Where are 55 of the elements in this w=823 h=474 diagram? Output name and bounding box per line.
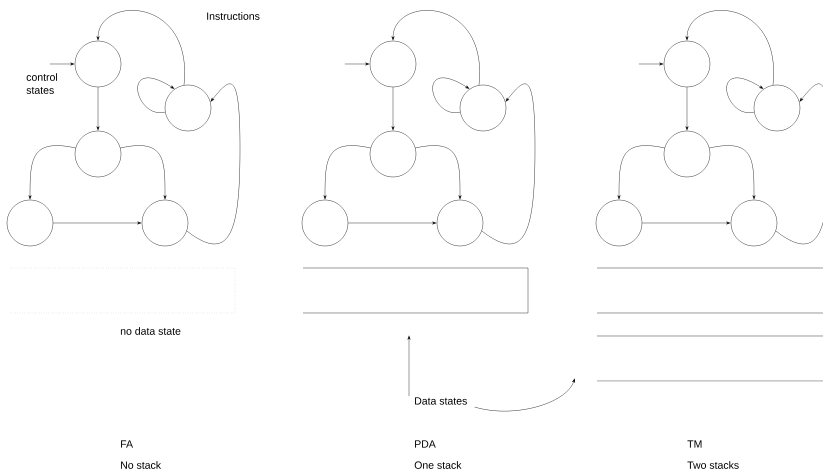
curved-arrow	[96, 10, 185, 86]
state-circle	[596, 200, 642, 246]
curved-arrow	[776, 84, 823, 244]
curved-arrow	[474, 378, 575, 412]
state-circle	[664, 130, 710, 178]
curved-arrow	[482, 84, 536, 244]
state-circle	[142, 200, 188, 246]
curved-arrow	[392, 10, 480, 86]
empty-stack-box	[10, 268, 236, 314]
state-circle	[302, 200, 348, 246]
arrow	[50, 62, 74, 66]
state-circle	[164, 84, 212, 132]
curved-arrow	[686, 10, 774, 86]
state-circle	[754, 84, 800, 132]
caption: One stack	[414, 461, 462, 469]
arrow	[392, 87, 394, 130]
state-circle	[74, 40, 122, 88]
panel-title: TM	[687, 440, 702, 448]
caption: Two stacks	[687, 461, 739, 469]
curved-arrow	[186, 84, 240, 244]
arrow	[686, 87, 688, 130]
state-circle	[370, 130, 416, 178]
arrow	[53, 222, 142, 224]
loop-arrow	[432, 78, 470, 113]
curved-arrow	[415, 145, 462, 200]
stack-box	[302, 268, 528, 314]
arrow	[348, 222, 436, 224]
arrow	[642, 222, 730, 224]
arrow	[96, 87, 100, 130]
state-circle	[436, 200, 484, 246]
curved-arrow	[28, 145, 76, 200]
text-label: Data states	[415, 397, 467, 405]
text-label: control states	[26, 73, 58, 94]
caption: No stack	[121, 461, 162, 469]
state-circle	[730, 200, 778, 246]
state-circle	[664, 40, 710, 88]
state-circle	[460, 84, 506, 132]
arrow	[408, 336, 410, 396]
arrow	[344, 62, 370, 66]
panel-title: PDA	[415, 440, 436, 448]
curved-arrow	[120, 145, 167, 200]
stack-lines	[596, 336, 823, 382]
loop-arrow	[138, 78, 174, 113]
state-circle	[74, 130, 122, 178]
text-label: no data state	[120, 327, 180, 335]
loop-arrow	[726, 78, 764, 113]
arrow	[638, 62, 664, 66]
curved-arrow	[709, 145, 756, 200]
curved-arrow	[618, 145, 665, 200]
text-label: Instructions	[207, 12, 260, 20]
curved-arrow	[324, 145, 371, 200]
state-circle	[370, 40, 416, 88]
panel-title: FA	[121, 440, 134, 448]
state-circle	[6, 200, 54, 246]
stack-lines	[596, 268, 823, 314]
